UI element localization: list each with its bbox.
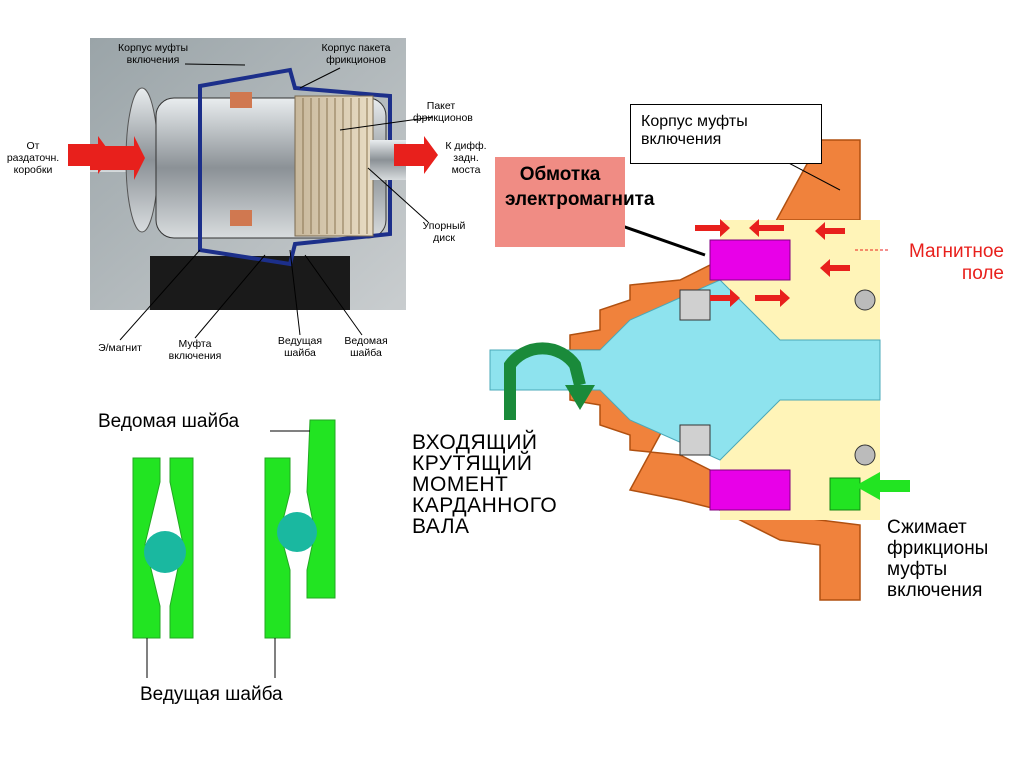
clutch-section-panel xyxy=(480,100,910,610)
output-red-arrow xyxy=(394,136,438,174)
input-red-arrow xyxy=(68,136,112,174)
label-to-diff: К дифф. задн. моста xyxy=(445,140,487,177)
label-clutch-housing: Корпус муфты включения xyxy=(117,42,188,67)
clutch-photo-illustration xyxy=(90,38,406,310)
label-driving-washer-photo: Ведущая шайба xyxy=(277,335,323,360)
label-driven-washer-photo: Ведомая шайба xyxy=(344,335,388,360)
coil-label-box: Обмотка электромагнита xyxy=(495,157,655,247)
label-input-torque: ВХОДЯЩИЙ КРУТЯЩИЙ МОМЕНТ КАРДАННОГО ВАЛА xyxy=(412,431,558,538)
housing-label-box: Корпус муфты включения xyxy=(630,104,822,164)
label-compresses: Сжимает фрикционы муфты включения xyxy=(887,517,989,601)
label-coil: Обмотка электромагнита xyxy=(505,164,655,210)
label-from-transfer: От раздаточн. коробки xyxy=(6,140,60,177)
label-housing: Корпус муфты включения xyxy=(641,113,748,149)
label-driving-washer: Ведущая шайба xyxy=(140,684,283,705)
ball-ramp-illustration xyxy=(132,419,336,678)
label-electromagnet: Э/магнит xyxy=(98,342,142,354)
label-magnetic-field: Магнитное поле xyxy=(909,241,1004,284)
label-pack-housing: Корпус пакета фрикционов xyxy=(321,42,391,67)
label-friction-pack: Пакет фрикционов xyxy=(413,100,473,125)
ball-ramp-panel xyxy=(125,419,350,678)
label-thrust-disc: Упорный диск xyxy=(422,220,466,245)
clutch-photo-panel xyxy=(90,38,406,310)
clutch-section-illustration xyxy=(489,139,910,601)
label-clutch: Муфта включения xyxy=(168,338,222,363)
label-driven-washer: Ведомая шайба xyxy=(98,411,240,432)
